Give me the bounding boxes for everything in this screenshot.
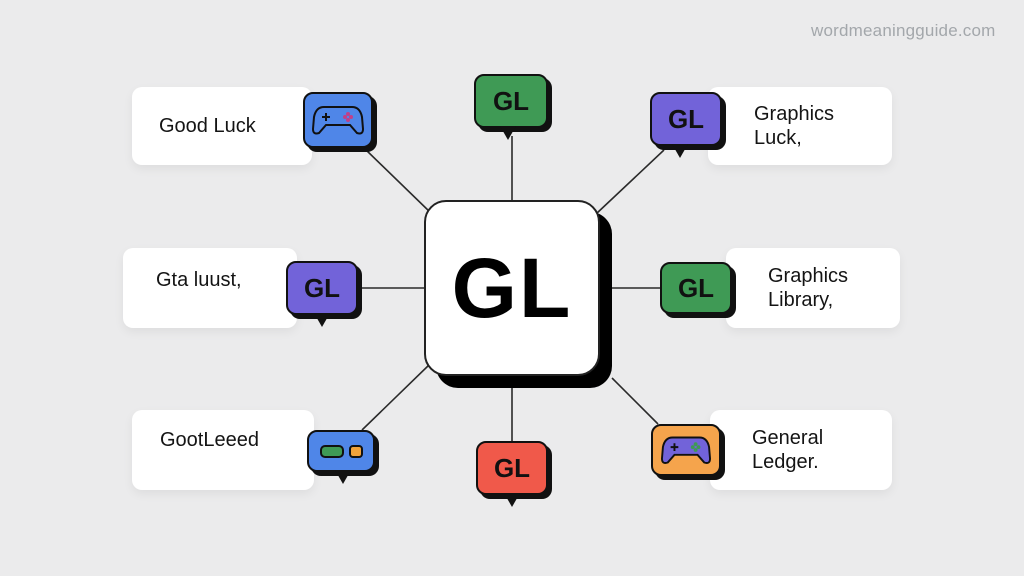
badge-label: GL bbox=[493, 452, 531, 483]
connector-bottom-left bbox=[361, 363, 431, 431]
badge-label: GL bbox=[677, 272, 715, 303]
gamepad-badge-bottom-right bbox=[651, 424, 721, 476]
connector-top-left bbox=[363, 147, 433, 215]
card-text-line1: General bbox=[752, 427, 824, 449]
speech-tail bbox=[335, 470, 351, 484]
card-good-luck: Good Luck bbox=[132, 87, 312, 165]
card-text-line2: Ledger. bbox=[752, 451, 819, 473]
card-text: Gta luust, bbox=[156, 269, 242, 291]
card-text-line1: Graphics bbox=[754, 103, 835, 125]
green-dot-icon bbox=[319, 444, 344, 458]
chat-dots-badge-bottom-left bbox=[307, 430, 375, 484]
card-general-ledger: General Ledger. bbox=[710, 410, 892, 490]
orange-dot-icon bbox=[348, 444, 363, 458]
gl-box-badge-mid-right: GL bbox=[660, 262, 732, 314]
speech-tail bbox=[314, 313, 330, 327]
connector-bottom-right bbox=[611, 377, 659, 425]
gl-speech-badge-bottom: GL bbox=[476, 441, 548, 507]
badge-label: GL bbox=[667, 103, 705, 134]
gl-speech-badge-top-right: GL bbox=[650, 92, 722, 158]
gl-speech-badge-top: GL bbox=[474, 74, 548, 140]
connector-top-right bbox=[595, 149, 665, 215]
card-text-line2: Luck, bbox=[754, 127, 802, 149]
card-text: Good Luck bbox=[159, 115, 256, 137]
badge-label: GL bbox=[303, 272, 341, 303]
gamepad-badge-top-left bbox=[303, 92, 373, 148]
gamepad-icon bbox=[312, 106, 364, 135]
card-graphics-library: Graphics Library, bbox=[726, 248, 900, 328]
card-text-line1: Graphics bbox=[768, 265, 849, 287]
card-gootleeed: GootLeeed bbox=[132, 410, 314, 490]
card-graphics-luck: Graphics Luck, bbox=[708, 87, 892, 165]
speech-tail bbox=[500, 126, 516, 140]
speech-tail bbox=[504, 493, 520, 507]
card-gta-luust: Gta luust, bbox=[123, 248, 297, 328]
badge-label: GL bbox=[492, 85, 530, 116]
speech-tail bbox=[672, 144, 688, 158]
gl-speech-badge-mid-left: GL bbox=[286, 261, 358, 327]
watermark: wordmeaningguide.com bbox=[811, 21, 996, 40]
center-gl-node: GL bbox=[424, 200, 600, 376]
card-text-line2: Library, bbox=[768, 289, 834, 311]
gamepad-icon bbox=[661, 436, 711, 464]
card-text: GootLeeed bbox=[160, 429, 259, 451]
